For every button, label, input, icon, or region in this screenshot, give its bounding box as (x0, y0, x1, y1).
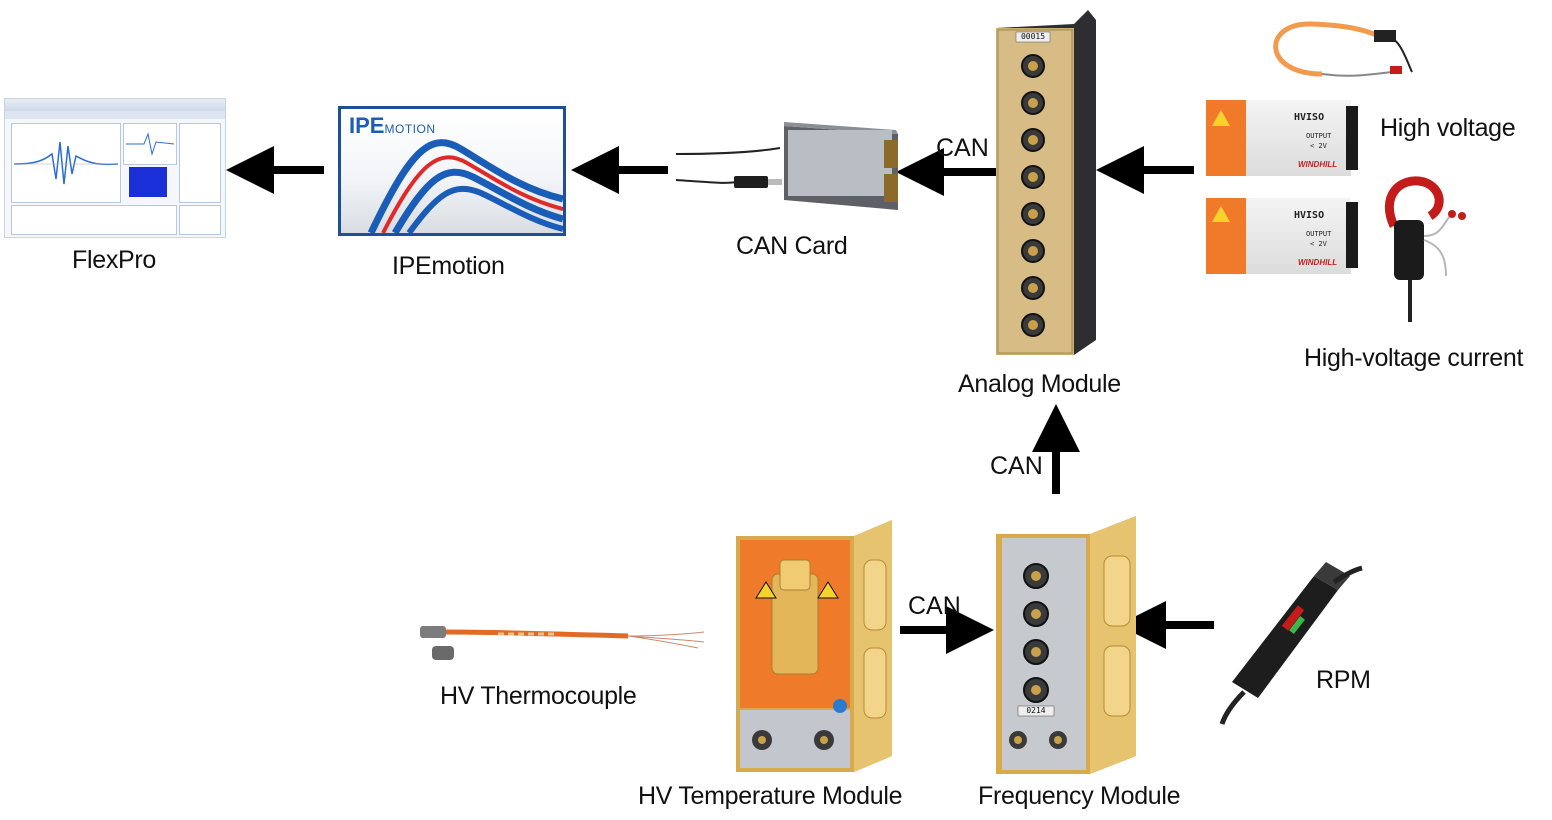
hviso-output: OUTPUT (1306, 230, 1332, 238)
hviso-output: OUTPUT (1306, 132, 1332, 140)
can-card-label: CAN Card (736, 232, 848, 260)
can-label-bottom: CAN (908, 592, 961, 620)
hv-temperature-module-label: HV Temperature Module (638, 782, 903, 810)
flexpro-waveform-pane (11, 123, 121, 203)
hv-temperature-module-device (736, 520, 892, 772)
ipemotion-logo-text: IPEMOTION (349, 113, 435, 139)
flexpro-ribbon (5, 111, 225, 119)
ipemotion-curves-icon (367, 139, 563, 233)
hv-thermocouple-icon (420, 626, 705, 660)
hv-thermocouple-label: HV Thermocouple (440, 682, 637, 710)
hviso-high-voltage-device: HVISO OUTPUT < 2V WINDHILL (1206, 100, 1358, 176)
can-label-top: CAN (936, 134, 989, 162)
warning-icon (1212, 110, 1230, 126)
logo-ip: IP (349, 113, 370, 138)
high-voltage-current-label: High-voltage current (1304, 344, 1524, 372)
flexpro-blue-plot (129, 167, 167, 197)
warning-icon (1212, 206, 1230, 222)
flexpro-titlebar (5, 99, 225, 111)
flexpro-small-plot (123, 123, 177, 165)
can-card-device (676, 122, 898, 210)
hviso-brand: WINDHILL (1298, 160, 1338, 169)
flexpro-screenshot (4, 98, 226, 238)
analog-module-tag: 00015 (1020, 32, 1046, 41)
rpm-sensor-icon (1219, 562, 1363, 725)
current-clamp-icon (1384, 176, 1466, 322)
hviso-output-range: < 2V (1310, 142, 1327, 150)
logo-motion: MOTION (384, 122, 436, 136)
logo-e: E (369, 113, 385, 138)
can-label-vertical: CAN (990, 452, 1043, 480)
hviso-brand: WINDHILL (1298, 258, 1338, 267)
hviso-output-range: < 2V (1310, 240, 1327, 248)
frequency-module-tag: 0214 (1026, 706, 1046, 715)
high-voltage-label: High voltage (1380, 114, 1516, 142)
hviso-title: HVISO (1294, 112, 1325, 123)
waveform-icon (13, 141, 119, 185)
flexpro-mini-pane (179, 205, 221, 235)
ipemotion-logo: IPEMOTION (338, 106, 566, 236)
ipemotion-label: IPEmotion (392, 252, 505, 280)
usb-plug-icon (734, 176, 768, 188)
hviso-mount (1346, 202, 1358, 268)
hv-cable-icon (1273, 21, 1413, 77)
analog-module-label: Analog Module (958, 370, 1121, 398)
rpm-label: RPM (1316, 666, 1371, 694)
flexpro-properties-pane (179, 123, 221, 203)
frequency-module-label: Frequency Module (978, 782, 1181, 810)
hviso-current-device: HVISO OUTPUT < 2V WINDHILL (1206, 198, 1358, 274)
flexpro-label: FlexPro (72, 246, 157, 274)
hviso-title: HVISO (1294, 210, 1325, 221)
hviso-mount (1346, 106, 1358, 170)
frequency-module-device (996, 516, 1136, 774)
flexpro-table-pane (11, 205, 177, 235)
analog-module-device: 00015 (996, 10, 1096, 355)
